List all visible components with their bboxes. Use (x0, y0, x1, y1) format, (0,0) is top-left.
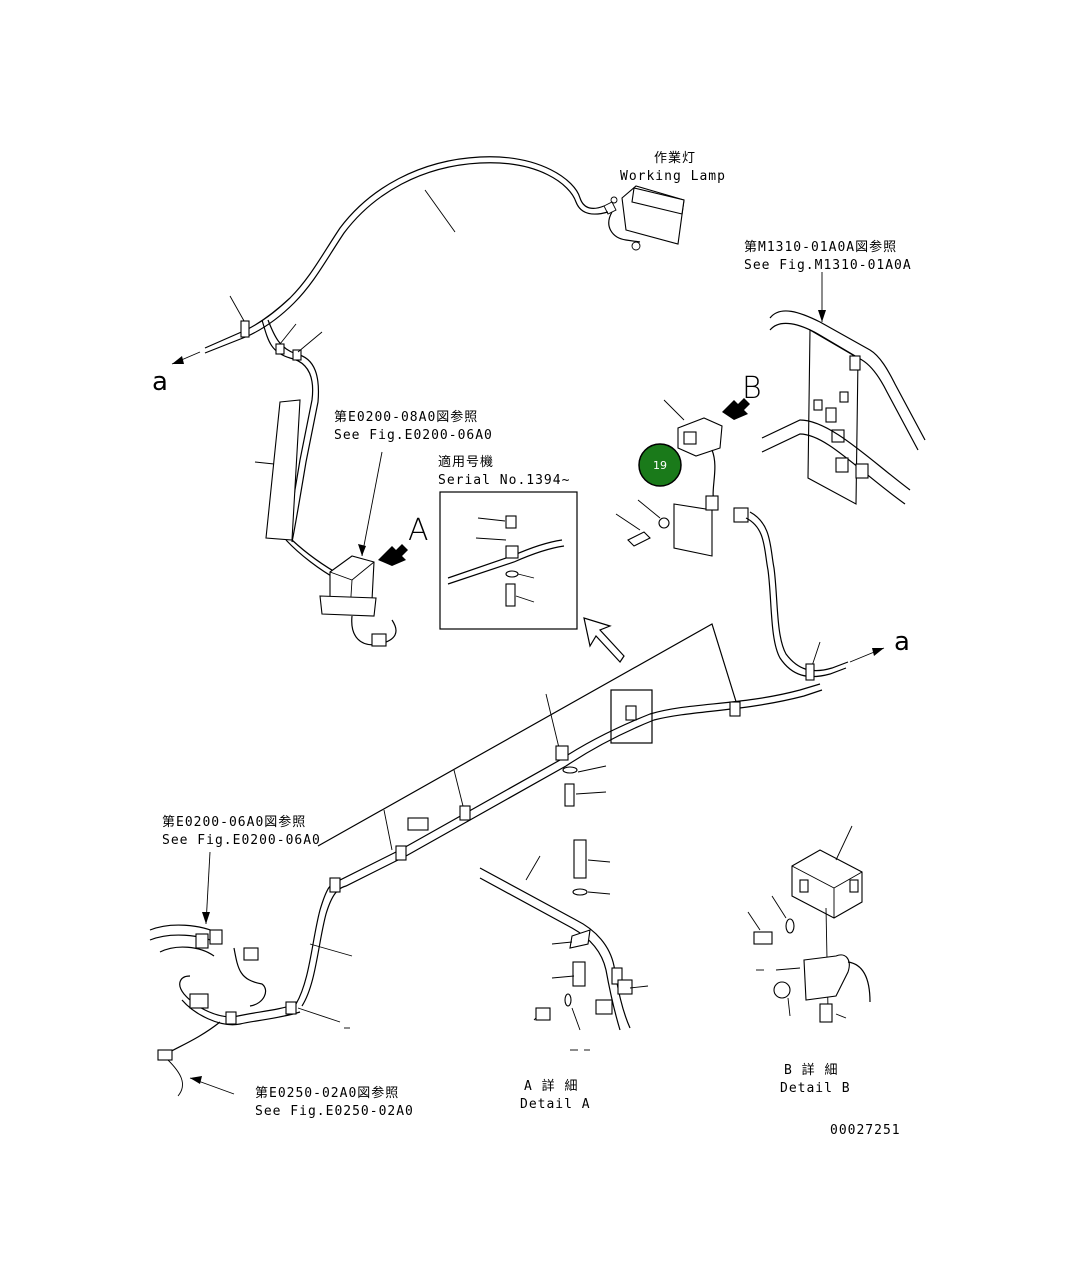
ref-m1310-jp: 第M1310-01A0A図参照 (744, 239, 897, 255)
working-lamp: 作業灯 Working Lamp (603, 150, 726, 251)
connector-a-right-label: a (894, 627, 910, 657)
ref-e0200-06-en: See Fig.E0200-06A0 (162, 833, 321, 848)
ref-e0250-jp: 第E0250-02A0図参照 (255, 1085, 399, 1101)
relay-a-unit: 第E0200-08A0図参照 See Fig.E0200-06A0 A (319, 409, 493, 647)
connector-a-left-label: a (152, 367, 168, 397)
serial-inset: 適用号機 Serial No.1394~ (438, 454, 625, 663)
serial-label-en: Serial No.1394~ (438, 473, 570, 488)
relay-b-bracket: B (615, 371, 762, 557)
callout-19-circle (638, 443, 682, 487)
right-harness: a (745, 511, 910, 681)
upper-harness (204, 156, 609, 581)
detail-a-label-jp: A 詳 細 (524, 1078, 578, 1094)
ref-e0200-08-en: See Fig.E0200-06A0 (334, 428, 493, 443)
ref-e0200-06-jp: 第E0200-06A0図参照 (162, 814, 306, 830)
lower-left-harness: 第E0200-06A0図参照 See Fig.E0200-06A0 第E0250… (149, 814, 414, 1119)
view-arrow-a (378, 544, 408, 566)
callout-19: 19 (638, 443, 682, 487)
ref-e0250-en: See Fig.E0250-02A0 (255, 1104, 414, 1119)
harness-clamp (292, 349, 302, 361)
connector-a-left: a (152, 351, 201, 397)
view-b-label: B (742, 371, 762, 406)
working-lamp-label-en: Working Lamp (620, 169, 726, 184)
detail-b-label-en: Detail B (780, 1081, 851, 1096)
detail-a-label-en: Detail A (520, 1097, 591, 1112)
callout-19-number: 19 (653, 459, 667, 472)
harness-clamp (275, 343, 285, 355)
main-harness (295, 623, 823, 1007)
cab-frame: 第M1310-01A0A図参照 See Fig.M1310-01A0A (744, 239, 926, 505)
detail-a: A 詳 細 Detail A (479, 839, 649, 1112)
drawing-number: 00027251 (830, 1123, 901, 1138)
detail-b-label-jp: B 詳 細 (784, 1062, 838, 1078)
detail-b: B 詳 細 Detail B (747, 825, 871, 1096)
harness-clamp (240, 320, 250, 338)
view-a-label: A (408, 513, 429, 548)
ref-m1310-en: See Fig.M1310-01A0A (744, 258, 912, 273)
working-lamp-label-jp: 作業灯 (654, 150, 696, 166)
serial-label-jp: 適用号機 (438, 454, 494, 470)
ref-e0200-08-jp: 第E0200-08A0図参照 (334, 409, 478, 425)
protective-sleeve (265, 399, 301, 541)
